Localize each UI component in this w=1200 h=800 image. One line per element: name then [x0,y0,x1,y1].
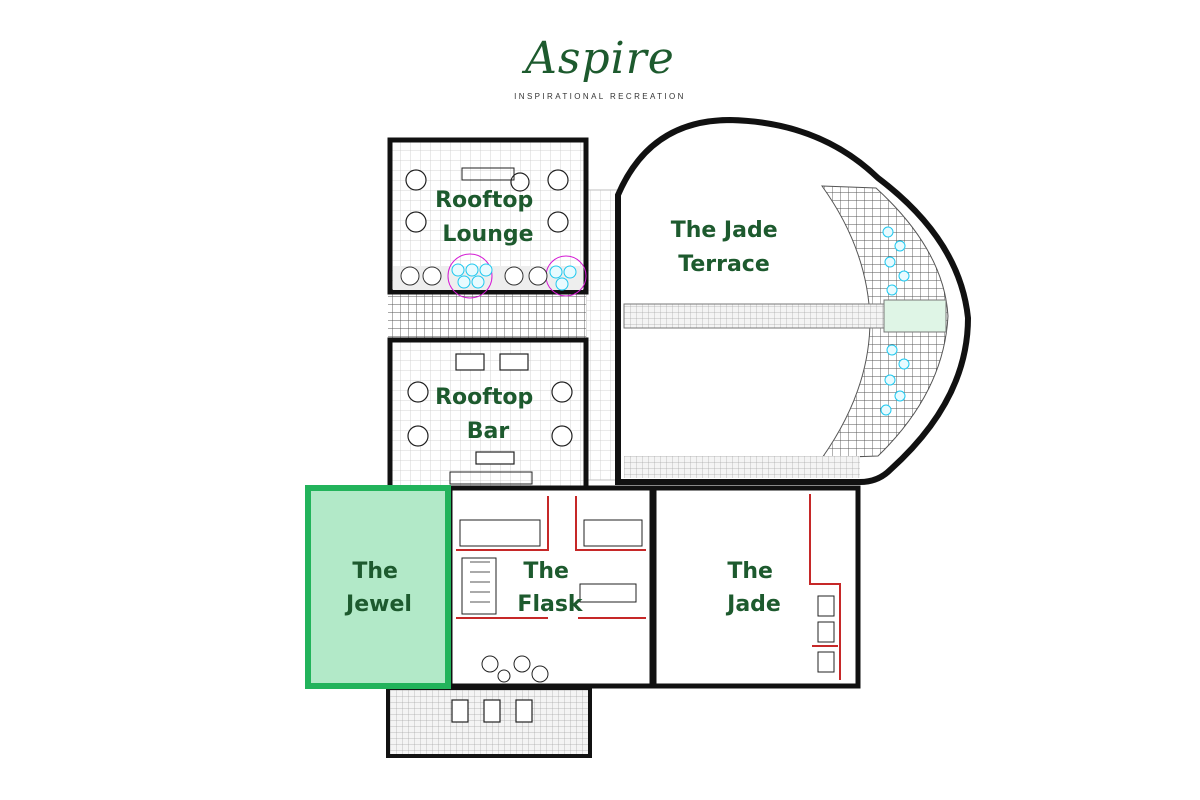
room-rooftop-bar[interactable]: Rooftop Bar [387,337,589,491]
room-label-flask: The Flask [517,559,584,617]
connector-corridor [388,292,586,340]
room-jade[interactable]: The Jade [651,485,861,689]
brand-tagline: INSPIRATIONAL RECREATION [514,92,686,101]
room-jewel[interactable]: The Jewel [305,485,451,689]
room-rooftop-lounge[interactable]: Rooftop Lounge [387,137,589,299]
room-label-jewel: The Jewel [344,559,412,617]
room-label-jade: The Jade [725,559,781,617]
room-label-rooftop-lounge: Rooftop Lounge [435,188,541,247]
room-jade-terrace[interactable]: The Jade Terrace [615,116,972,485]
room-flask[interactable]: The Flask [447,485,655,689]
brand-header: Aspire INSPIRATIONAL RECREATION [0,30,1200,101]
patio-tables [451,699,533,723]
room-label-rooftop-bar: Rooftop Bar [435,385,541,444]
room-label-jade-terrace: The Jade Terrace [671,218,786,277]
brand-logo-name: Aspire [525,33,675,84]
